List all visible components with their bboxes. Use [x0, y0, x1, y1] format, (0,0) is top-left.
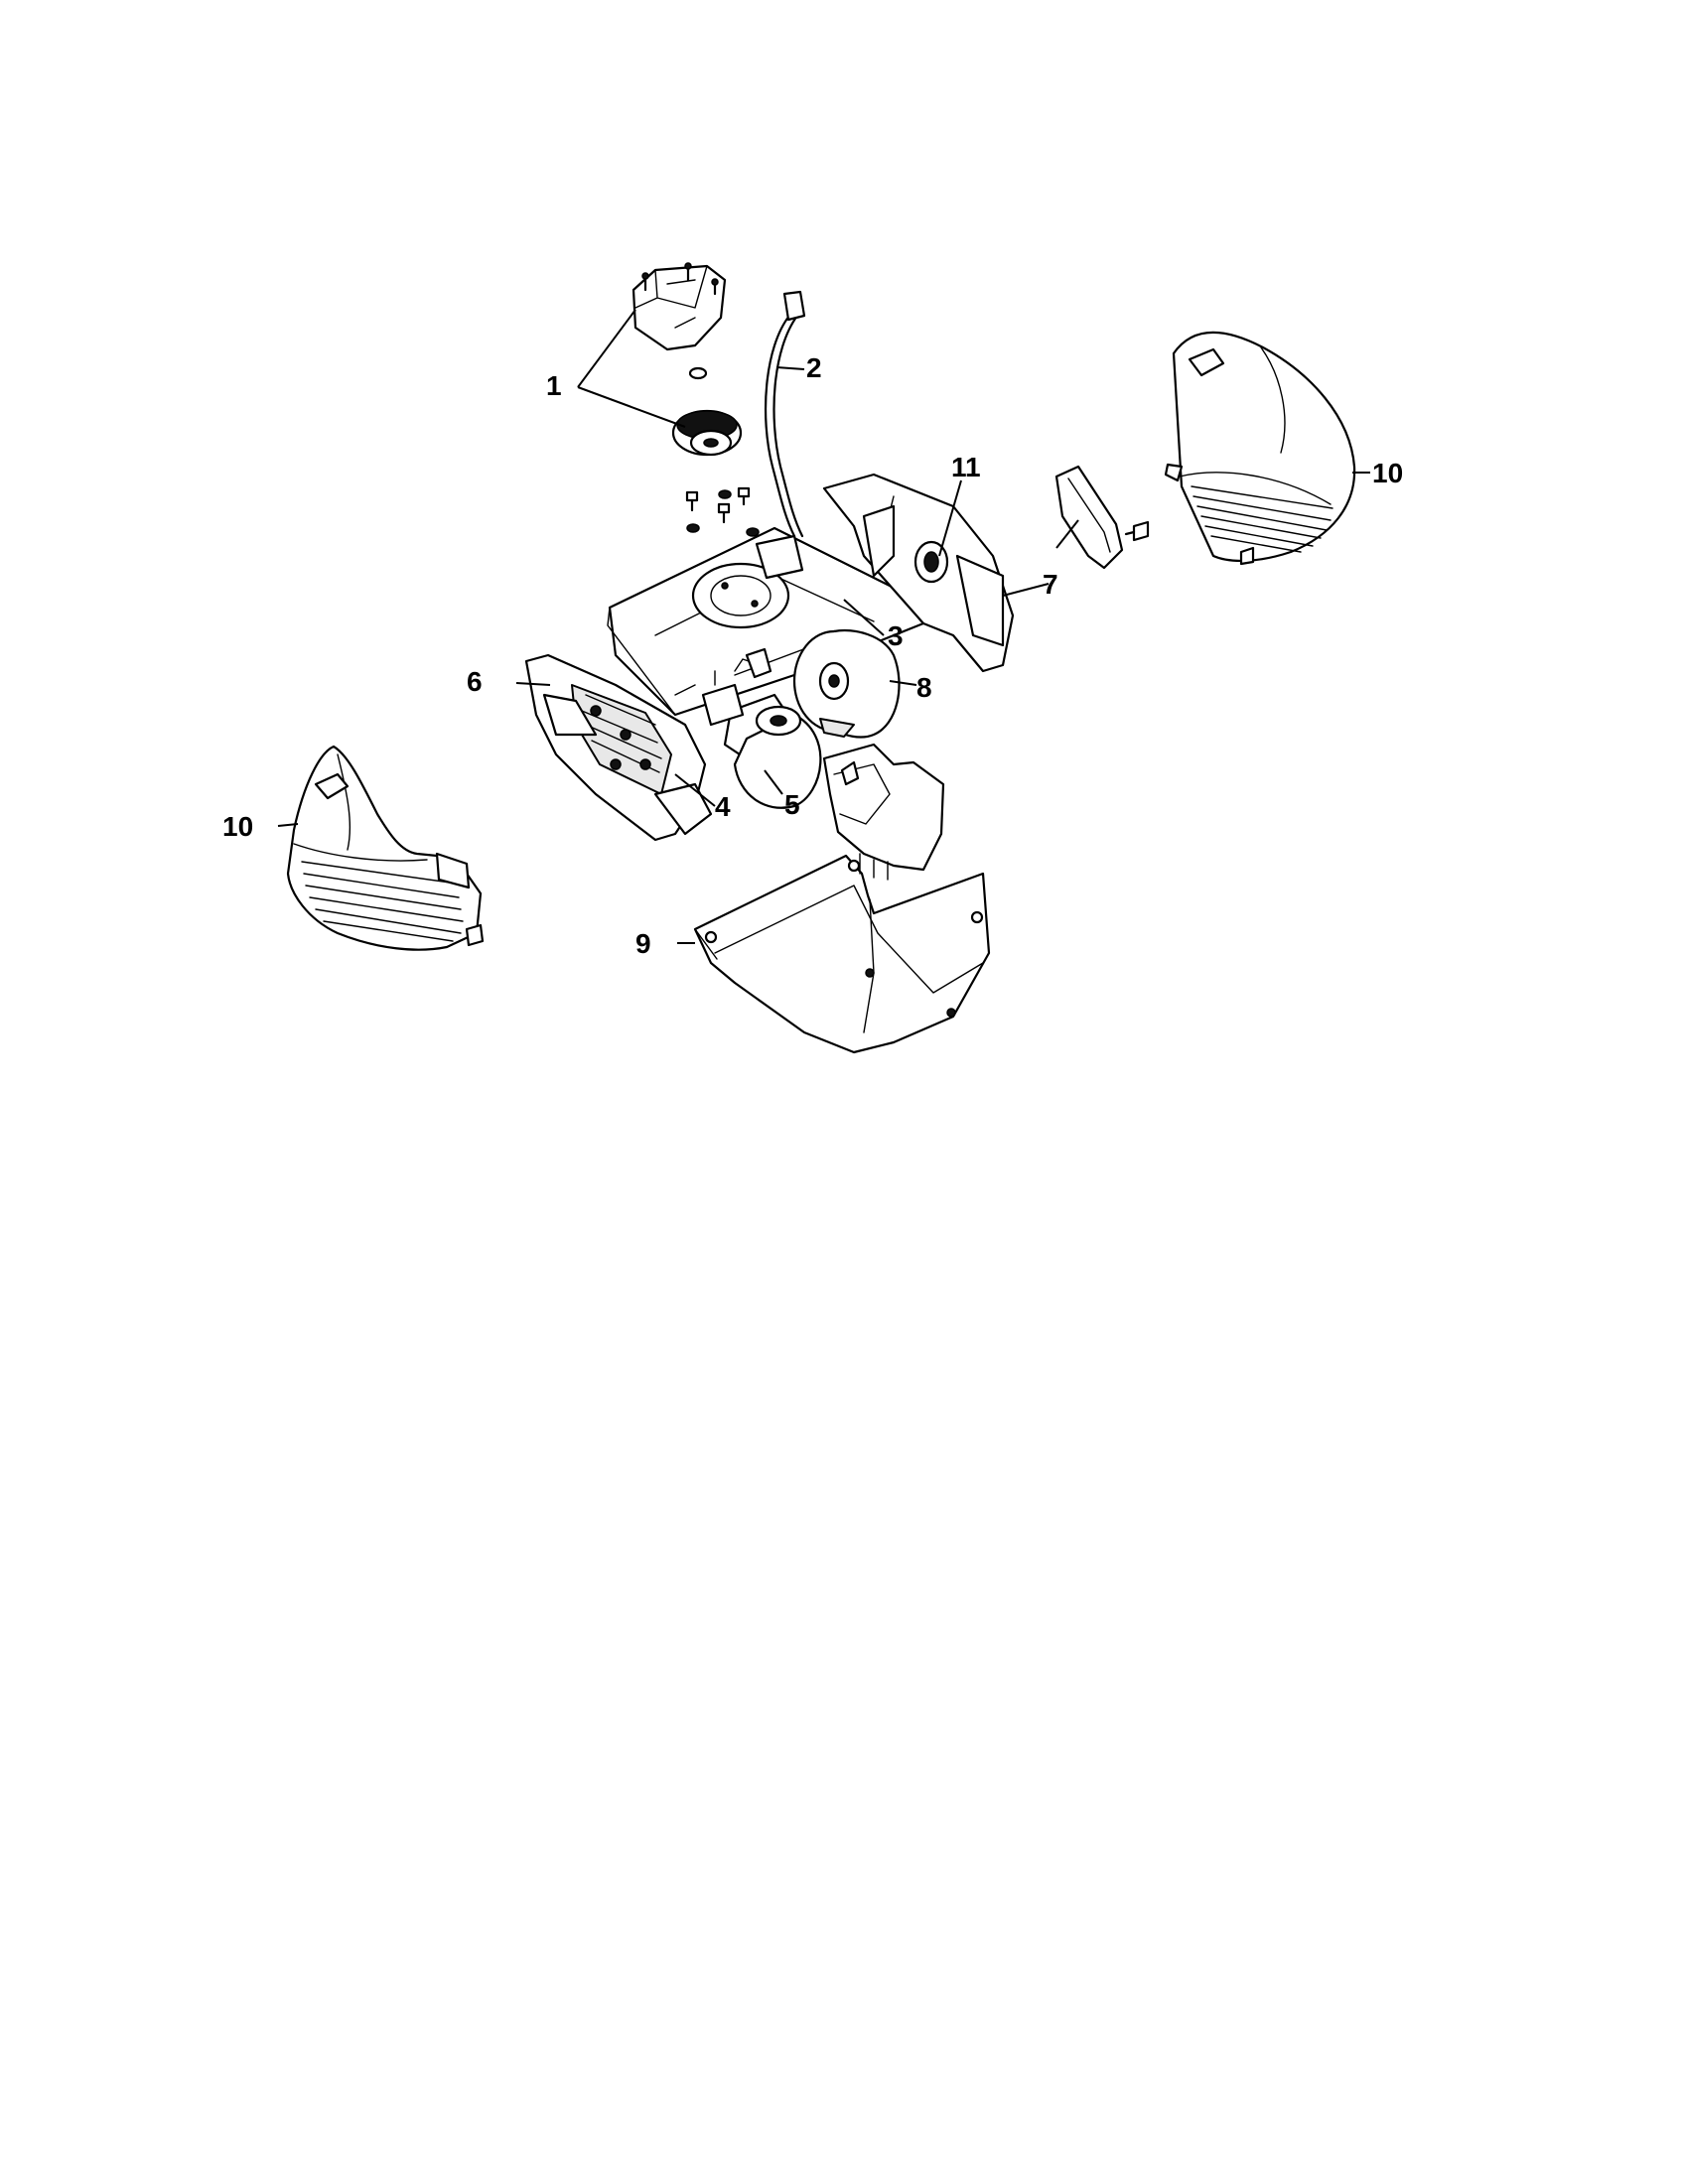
mounting-bracket-part [822, 743, 945, 881]
main-cover-part [693, 854, 991, 1054]
callout-7: 7 [1043, 569, 1058, 600]
chassis-part [607, 473, 1015, 717]
light-socket-part [792, 629, 901, 739]
callout-10-right: 10 [1372, 458, 1403, 488]
light-lens-plate-part [1054, 465, 1150, 570]
callout-6: 6 [467, 666, 483, 697]
callout-4: 4 [715, 791, 731, 822]
logic-board-part [524, 653, 713, 842]
callout-8: 8 [916, 672, 932, 703]
leader-lines [277, 309, 1370, 944]
motor-part [701, 647, 822, 809]
end-cover-left-part [286, 745, 485, 951]
callout-1: 1 [546, 370, 562, 401]
end-cover-right-part [1164, 331, 1356, 566]
screws-group [685, 486, 760, 537]
callout-2: 2 [806, 352, 822, 383]
callout-3: 3 [888, 620, 904, 651]
sprocket-part [671, 409, 743, 457]
callout-11: 11 [951, 452, 981, 482]
callout-5: 5 [784, 789, 800, 820]
cable-part [765, 290, 806, 538]
callout-10-left: 10 [222, 811, 253, 842]
sprocket-cover-part [632, 262, 727, 380]
callout-9: 9 [635, 928, 651, 959]
